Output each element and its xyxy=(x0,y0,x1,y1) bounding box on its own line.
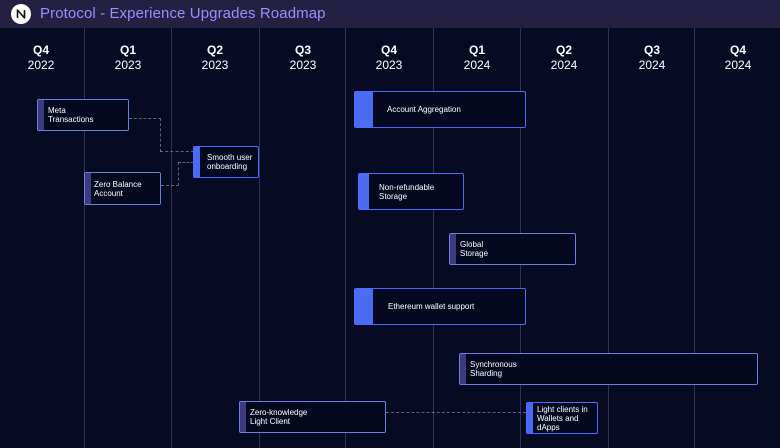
item-accent-bar xyxy=(450,234,456,264)
page-title: Protocol - Experience Upgrades Roadmap xyxy=(40,5,326,22)
column-header-q2-2024: Q2 2024 xyxy=(521,43,607,73)
column-year: 2024 xyxy=(550,58,578,72)
column-year: 2023 xyxy=(201,58,229,72)
roadmap-item-synchronous-sharding[interactable]: Synchronous Sharding xyxy=(459,353,758,385)
dependency-connector xyxy=(161,162,179,186)
column-header-q4-2024: Q4 2024 xyxy=(695,43,780,73)
column-divider xyxy=(694,28,695,448)
item-label: Zero Balance Account xyxy=(94,179,142,198)
column-header-q2-2023: Q2 2023 xyxy=(172,43,258,73)
item-accent-bar xyxy=(38,100,44,130)
column-year: 2024 xyxy=(463,58,491,72)
column-divider xyxy=(608,28,609,448)
item-label: Light clients in Wallets and dApps xyxy=(537,404,588,432)
item-accent-bar xyxy=(359,174,369,209)
item-accent-bar xyxy=(355,289,373,324)
near-logo-icon xyxy=(11,4,31,24)
column-divider xyxy=(345,28,346,448)
roadmap-item-meta-transactions[interactable]: Meta Transactions xyxy=(37,99,129,131)
item-accent-bar xyxy=(460,354,466,384)
roadmap-item-smooth-user-onboarding[interactable]: Smooth user onboarding xyxy=(193,146,259,178)
roadmap-item-zero-balance-account[interactable]: Zero Balance Account xyxy=(84,172,161,205)
column-header-q1-2023: Q1 2023 xyxy=(85,43,171,73)
column-header-q4-2023: Q4 2023 xyxy=(346,43,432,73)
item-label: Ethereum wallet support xyxy=(388,302,475,311)
column-header-q3-2024: Q3 2024 xyxy=(609,43,695,73)
column-year: 2024 xyxy=(638,58,666,72)
column-divider xyxy=(259,28,260,448)
item-accent-bar xyxy=(355,92,373,127)
dependency-connector xyxy=(386,412,526,413)
column-quarter: Q2 xyxy=(206,43,223,57)
roadmap-item-account-aggregation[interactable]: Account Aggregation xyxy=(354,91,526,128)
column-year: 2023 xyxy=(289,58,317,72)
item-accent-bar xyxy=(194,147,200,177)
column-quarter: Q1 xyxy=(468,43,485,57)
column-divider xyxy=(433,28,434,448)
column-header-q1-2024: Q1 2024 xyxy=(434,43,520,73)
item-accent-bar xyxy=(527,403,533,433)
column-year: 2024 xyxy=(724,58,752,72)
column-divider xyxy=(171,28,172,448)
roadmap-item-zero-knowledge-light-client[interactable]: Zero-knowledge Light Client xyxy=(239,401,386,433)
column-quarter: Q4 xyxy=(380,43,397,57)
roadmap-item-ethereum-wallet-support[interactable]: Ethereum wallet support xyxy=(354,288,526,325)
item-label: Zero-knowledge Light Client xyxy=(250,408,308,426)
item-label: Non-refundable Storage xyxy=(379,182,435,201)
column-divider xyxy=(84,28,85,448)
header-bar: Protocol - Experience Upgrades Roadmap xyxy=(0,0,780,28)
item-label: Global Storage xyxy=(460,240,489,258)
column-quarter: Q2 xyxy=(555,43,572,57)
column-year: 2022 xyxy=(27,58,55,72)
column-quarter: Q3 xyxy=(294,43,311,57)
roadmap-item-global-storage[interactable]: Global Storage xyxy=(449,233,576,265)
item-accent-bar xyxy=(240,402,246,432)
item-label: Account Aggregation xyxy=(387,105,461,114)
column-quarter: Q4 xyxy=(32,43,49,57)
column-quarter: Q3 xyxy=(643,43,660,57)
dependency-connector xyxy=(129,118,161,152)
dependency-connector xyxy=(160,151,194,152)
item-label: Smooth user onboarding xyxy=(207,153,253,171)
dependency-connector xyxy=(178,162,194,163)
column-header-q4-2022: Q4 2022 xyxy=(0,43,84,73)
item-label: Meta Transactions xyxy=(48,106,94,124)
column-header-q3-2023: Q3 2023 xyxy=(260,43,346,73)
roadmap-item-light-clients-in-wallets[interactable]: Light clients in Wallets and dApps xyxy=(526,402,598,434)
item-label: Synchronous Sharding xyxy=(470,360,517,378)
column-quarter: Q4 xyxy=(729,43,746,57)
column-year: 2023 xyxy=(375,58,403,72)
roadmap-item-non-refundable-storage[interactable]: Non-refundable Storage xyxy=(358,173,464,210)
item-accent-bar xyxy=(85,173,91,204)
column-quarter: Q1 xyxy=(119,43,136,57)
column-year: 2023 xyxy=(114,58,142,72)
